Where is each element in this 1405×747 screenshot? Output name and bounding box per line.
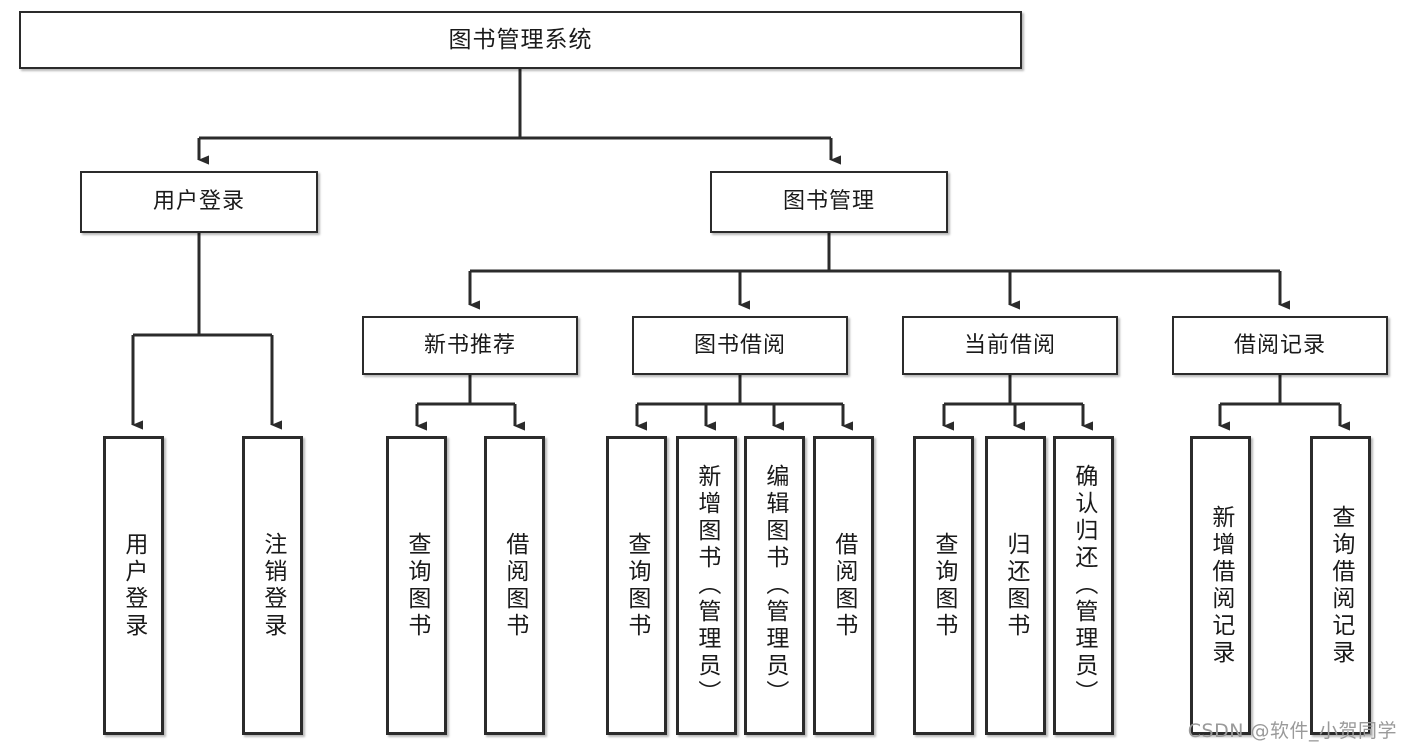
node-borrow-record[interactable]: 借阅记录: [1172, 316, 1388, 375]
node-book-management[interactable]: 图书管理: [710, 171, 948, 233]
leaf-return-book-label: 归还图书: [1002, 531, 1029, 640]
leaf-user-login-label: 用户登录: [120, 531, 147, 640]
node-new-book-recommend-label: 新书推荐: [423, 332, 516, 358]
node-new-book-recommend[interactable]: 新书推荐: [362, 316, 578, 375]
leaf-borrow-book-recommend-label: 借阅图书: [501, 531, 528, 640]
leaf-query-borrow-record-label: 查询借阅记录: [1327, 504, 1354, 667]
node-root-label: 图书管理系统: [448, 26, 593, 53]
leaf-query-borrow-record[interactable]: 查询借阅记录: [1310, 436, 1371, 735]
node-user-login[interactable]: 用户登录: [80, 171, 318, 233]
node-book-borrow[interactable]: 图书借阅: [632, 316, 848, 375]
node-current-borrow-label: 当前借阅: [963, 332, 1056, 358]
node-root[interactable]: 图书管理系统: [19, 11, 1022, 69]
node-current-borrow[interactable]: 当前借阅: [902, 316, 1118, 375]
leaf-user-logout[interactable]: 注销登录: [242, 436, 303, 735]
leaf-borrow-book-label: 借阅图书: [830, 531, 857, 640]
leaf-borrow-book[interactable]: 借阅图书: [813, 436, 874, 735]
leaf-query-book-borrow[interactable]: 查询图书: [606, 436, 667, 735]
leaf-add-borrow-record-label: 新增借阅记录: [1207, 504, 1234, 667]
leaf-query-book-current[interactable]: 查询图书: [913, 436, 974, 735]
leaf-query-book-recommend[interactable]: 查询图书: [386, 436, 447, 735]
leaf-query-book-borrow-label: 查询图书: [623, 531, 650, 640]
leaf-query-book-current-label: 查询图书: [930, 531, 957, 640]
leaf-add-book-admin[interactable]: 新增图书（管理员）: [676, 436, 737, 735]
node-borrow-record-label: 借阅记录: [1233, 332, 1326, 358]
leaf-return-book[interactable]: 归还图书: [985, 436, 1046, 735]
node-book-management-label: 图书管理: [782, 189, 875, 215]
leaf-query-book-recommend-label: 查询图书: [403, 531, 430, 640]
leaf-user-logout-label: 注销登录: [259, 531, 286, 640]
leaf-user-login[interactable]: 用户登录: [103, 436, 164, 735]
leaf-add-book-admin-label: 新增图书（管理员）: [693, 464, 720, 707]
leaf-confirm-return-admin-label: 确认归还（管理员）: [1070, 464, 1097, 707]
leaf-edit-book-admin[interactable]: 编辑图书（管理员）: [744, 436, 805, 735]
leaf-edit-book-admin-label: 编辑图书（管理员）: [761, 464, 788, 707]
leaf-add-borrow-record[interactable]: 新增借阅记录: [1190, 436, 1251, 735]
node-user-login-label: 用户登录: [152, 189, 245, 215]
leaf-borrow-book-recommend[interactable]: 借阅图书: [484, 436, 545, 735]
leaf-confirm-return-admin[interactable]: 确认归还（管理员）: [1053, 436, 1114, 735]
node-book-borrow-label: 图书借阅: [693, 332, 786, 358]
